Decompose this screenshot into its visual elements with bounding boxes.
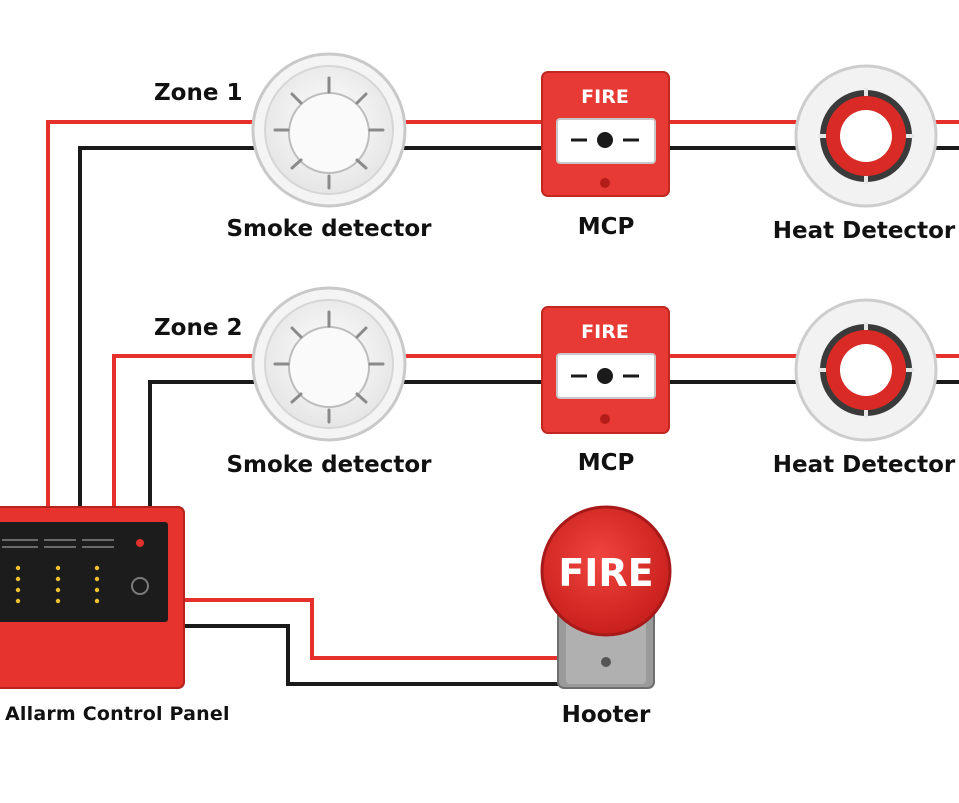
zone-2-mcp-label: MCP: [577, 450, 635, 476]
zone-1-heat-detector-label: Heat Detector: [772, 218, 956, 244]
zone-2-smoke-detector-label: Smoke detector: [226, 452, 432, 478]
hooter: FIRE: [540, 505, 672, 689]
hooter-label: Hooter: [561, 702, 651, 728]
zone-2-heat-detector-label: Heat Detector: [772, 452, 956, 478]
zone-2-label: Zone 2: [154, 315, 243, 341]
zone-1-mcp-fire-text: FIRE: [581, 86, 629, 108]
zone-1-mcp: FIRE: [541, 71, 670, 197]
zone-2-mcp: FIRE: [541, 306, 670, 434]
zone-2-heat-detector: [794, 298, 938, 442]
alarm-control-panel-label: Allarm Control Panel: [5, 703, 230, 725]
zone-2-red-wire: [112, 354, 959, 508]
hooter-red-wire: [184, 598, 562, 660]
alarm-control-panel: [0, 506, 185, 689]
zone-1-smoke-detector: [251, 52, 407, 208]
hooter-fire-text: FIRE: [558, 551, 653, 595]
zone-2-mcp-fire-text: FIRE: [581, 321, 629, 343]
zone-1-smoke-detector-label: Smoke detector: [226, 216, 432, 242]
hooter-black-wire: [184, 624, 562, 686]
zone-1-label: Zone 1: [154, 80, 243, 106]
zone-1-mcp-label: MCP: [577, 214, 635, 240]
zone-2-black-wire: [148, 380, 959, 508]
zone-1-heat-detector: [794, 64, 938, 208]
zone-2-smoke-detector: [251, 286, 407, 442]
